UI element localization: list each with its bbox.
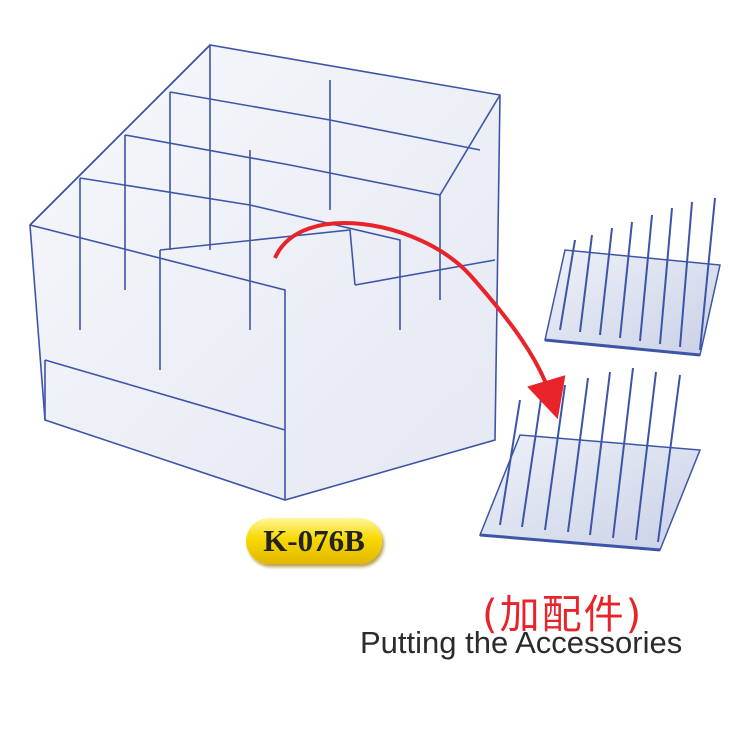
accessory-top bbox=[544, 197, 721, 357]
arrow-icon bbox=[273, 221, 566, 420]
accessory-label-cn: (加配件) bbox=[482, 592, 644, 638]
model-badge: K-076B bbox=[246, 518, 382, 564]
desk-organizer bbox=[29, 44, 501, 501]
accessory-label-en: Putting the Accessories bbox=[360, 625, 683, 660]
accessory-bottom bbox=[478, 367, 702, 552]
